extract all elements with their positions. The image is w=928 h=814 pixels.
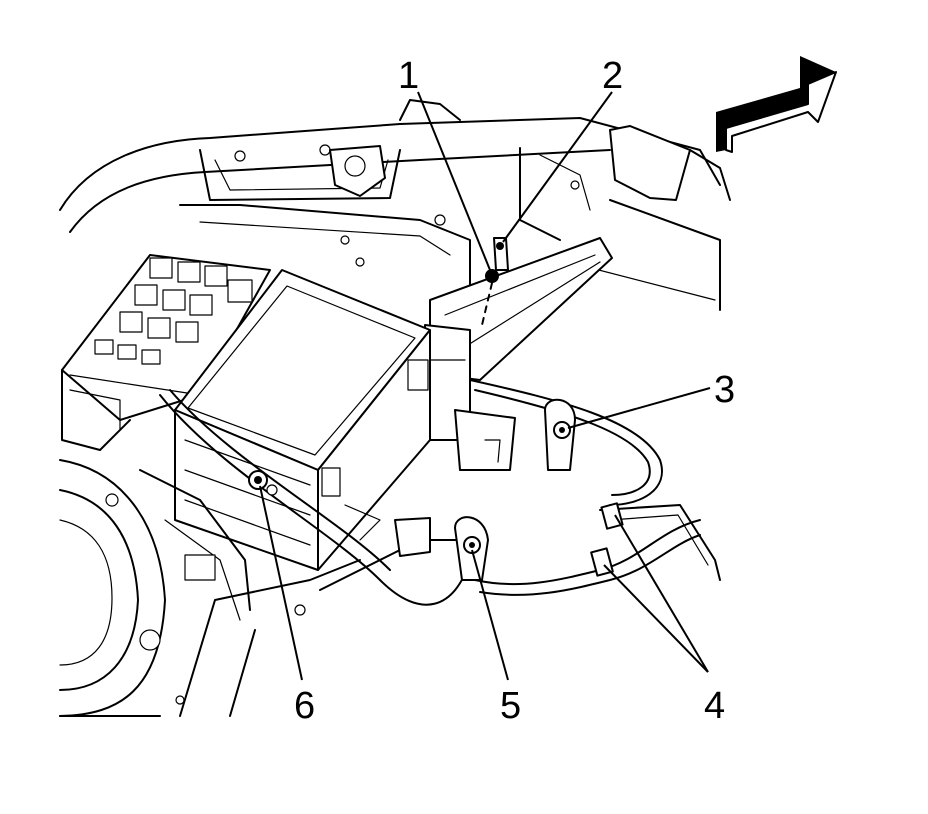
callout-labels: 1 2 3 4 5 6 — [294, 55, 735, 727]
right-support-bracket — [424, 237, 613, 471]
front-direction-arrow-icon — [716, 56, 837, 153]
callout-5: 5 — [500, 685, 521, 727]
callout-1: 1 — [398, 55, 419, 97]
relay-group — [94, 257, 253, 365]
callout-2: 2 — [602, 55, 623, 97]
lower-frame-rail — [175, 504, 471, 717]
callout-4: 4 — [704, 685, 725, 727]
strut-tower — [59, 459, 251, 717]
battery-terminal-lower — [454, 516, 489, 581]
bracket-fastener — [481, 237, 509, 326]
battery-terminal-upper — [544, 398, 576, 471]
callout-leader-lines — [259, 91, 711, 681]
callout-6: 6 — [294, 685, 315, 727]
upper-frame-crossmember — [59, 99, 731, 311]
underhood-fuse-block — [61, 254, 271, 451]
callout-3: 3 — [714, 369, 735, 411]
control-module — [174, 269, 431, 571]
ground-bolt — [248, 470, 278, 496]
